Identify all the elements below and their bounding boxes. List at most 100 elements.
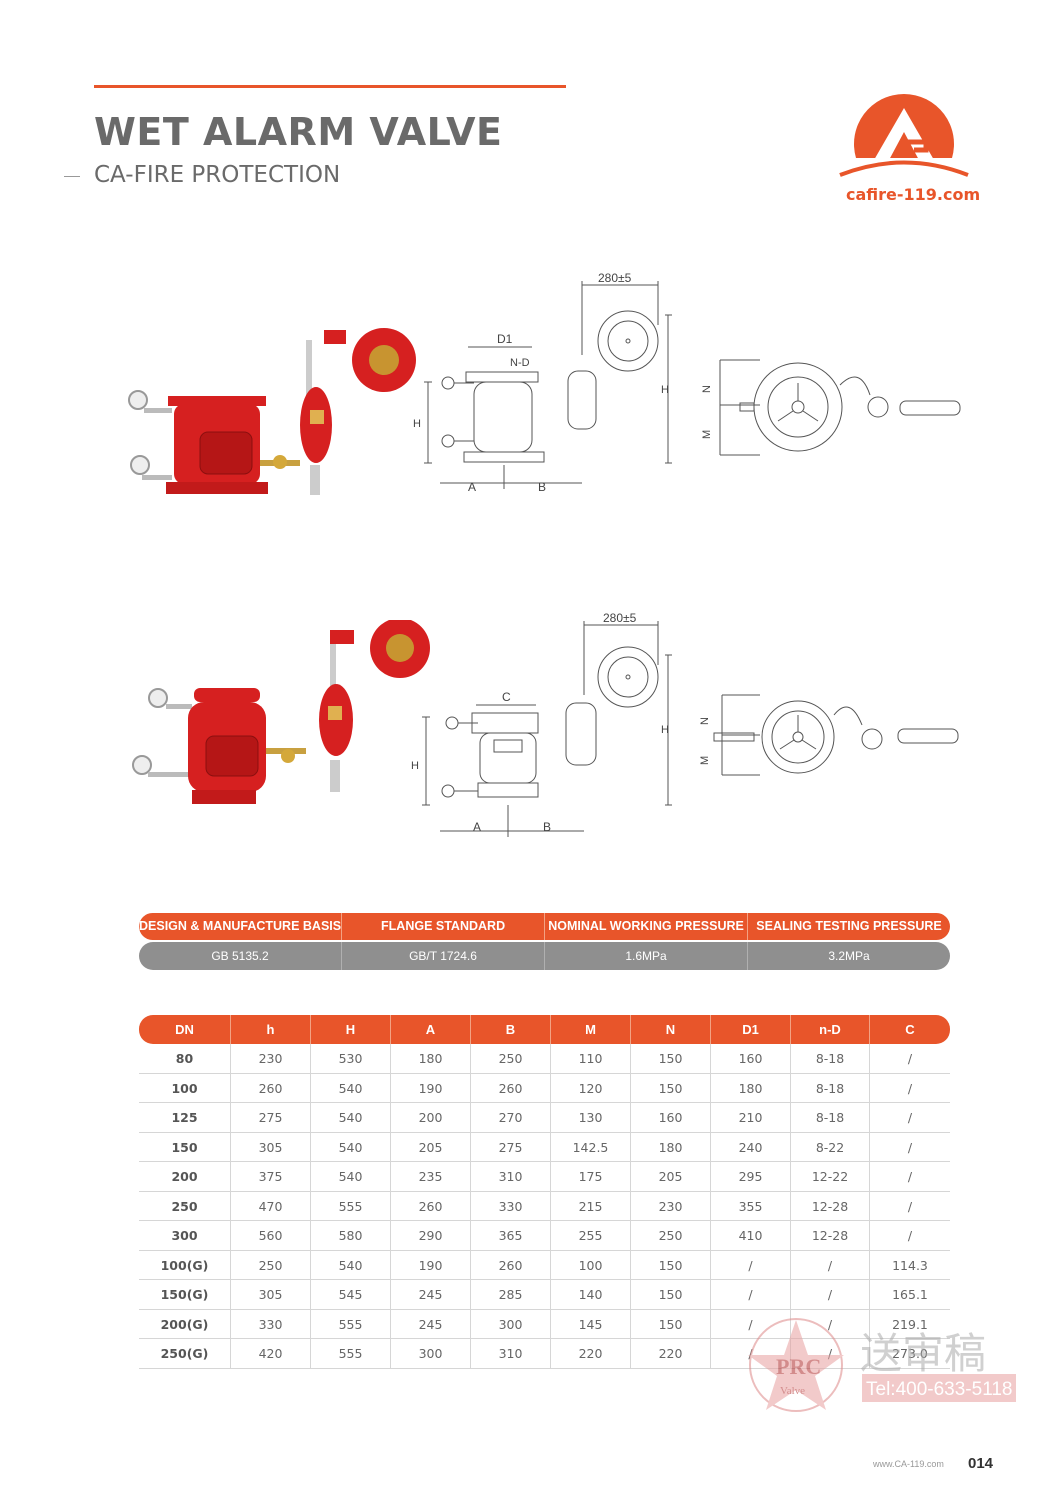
table-cell: 150 [631, 1280, 711, 1309]
spec-table-header: DESIGN & MANUFACTURE BASIS FLANGE STANDA… [139, 913, 950, 940]
valve-photo-grooved [132, 620, 430, 804]
spec-value-testing-pressure: 3.2MPa [828, 949, 870, 963]
table-cell: 8-18 [791, 1073, 870, 1102]
dim-header-cell: D1 [711, 1015, 791, 1044]
table-cell: 12-28 [791, 1221, 870, 1250]
table-cell: 110 [551, 1044, 631, 1073]
table-cell: / [711, 1280, 791, 1309]
table-cell: 560 [231, 1221, 311, 1250]
logo-url: cafire-119.com [846, 185, 981, 204]
watermark-stamp: 送审稿 [860, 1329, 986, 1378]
table-cell: / [907, 1080, 913, 1096]
dim-n-label: N [701, 385, 713, 393]
table-cell: 555 [311, 1309, 391, 1338]
dim-header-cell: C [905, 1022, 915, 1037]
table-cell: 540 [311, 1103, 391, 1132]
table-cell: 160 [711, 1044, 791, 1073]
dim-h-small-label-2: H [411, 760, 419, 772]
table-cell: 8-18 [791, 1103, 870, 1132]
dim-m-label: M [701, 430, 713, 439]
table-cell: 330 [231, 1309, 311, 1338]
valve-front-drawing-flanged: 280±5 D1 N-D H H A B [413, 271, 672, 494]
watermark-tel: Tel:400-633-5118 [866, 1379, 1012, 1400]
table-cell: / [907, 1139, 913, 1155]
table-cell: 12-22 [791, 1162, 870, 1191]
table-cell: 100 [551, 1250, 631, 1279]
table-cell: 150 [631, 1044, 711, 1073]
table-cell: 420 [231, 1339, 311, 1368]
table-cell: 250 [631, 1221, 711, 1250]
table-cell: 8-18 [791, 1044, 870, 1073]
table-cell: 220 [551, 1339, 631, 1368]
table-cell: 230 [631, 1191, 711, 1220]
table-cell: 555 [311, 1191, 391, 1220]
header-rule [94, 85, 566, 88]
table-cell: 470 [231, 1191, 311, 1220]
table-cell: 8-22 [791, 1132, 870, 1161]
table-cell: 540 [311, 1073, 391, 1102]
table-cell: 205 [391, 1132, 471, 1161]
table-cell: 200 [139, 1162, 231, 1191]
table-cell: 80 [139, 1044, 231, 1073]
table-cell: 300 [139, 1221, 231, 1250]
table-cell: 165.1 [892, 1287, 928, 1302]
table-cell: 130 [551, 1103, 631, 1132]
table-cell: / [907, 1228, 913, 1243]
spec-table-values: GB 5135.2 GB/T 1724.6 1.6MPa 3.2MPa [139, 942, 950, 970]
table-cell: 260 [231, 1073, 311, 1102]
table-cell: 285 [471, 1280, 551, 1309]
spec-value-basis: GB 5135.2 [139, 942, 342, 970]
table-cell: 140 [551, 1280, 631, 1309]
table-cell: 273.0 [892, 1346, 928, 1361]
figure-row-flanged: 280±5 D1 N-D H H A B N M [110, 265, 970, 525]
table-cell: 530 [311, 1044, 391, 1073]
spec-value-flange: GB/T 1724.6 [342, 942, 545, 970]
page-subtitle: CA-FIRE PROTECTION [94, 162, 341, 188]
table-cell: 219.1 [892, 1316, 928, 1332]
table-cell: / [791, 1250, 870, 1279]
dim-width-label: 280±5 [598, 271, 632, 285]
table-cell: / [791, 1339, 870, 1368]
table-cell: 250 [471, 1044, 551, 1073]
dim-h-label-2: H [661, 724, 669, 736]
table-cell: 555 [311, 1339, 391, 1368]
dim-c-label: C [502, 690, 511, 704]
table-cell: / [907, 1110, 913, 1125]
table-cell: 310 [471, 1162, 551, 1191]
table-cell: 255 [551, 1221, 631, 1250]
table-cell: 260 [391, 1191, 471, 1220]
table-cell: 150 [631, 1073, 711, 1102]
table-cell: 355 [711, 1191, 791, 1220]
table-cell: 190 [391, 1073, 471, 1102]
watermark-brand-sub: Valve [780, 1385, 805, 1397]
table-cell: 250 [139, 1191, 231, 1220]
table-cell: 100 [139, 1073, 231, 1102]
table-cell: 260 [471, 1073, 551, 1102]
dim-b-label: B [538, 480, 546, 494]
table-cell: 215 [551, 1191, 631, 1220]
table-cell: 180 [391, 1044, 471, 1073]
dim-h-small-label: H [413, 418, 421, 430]
table-cell: 540 [311, 1162, 391, 1191]
table-cell: 205 [631, 1162, 711, 1191]
table-cell: / [791, 1280, 870, 1309]
footer-url: www.CA-119.com [873, 1459, 944, 1469]
page-number: 014 [968, 1455, 994, 1472]
table-cell: / [711, 1309, 791, 1338]
table-cell: 235 [391, 1162, 471, 1191]
table-cell: 160 [631, 1103, 711, 1132]
dim-header-cell: B [471, 1015, 551, 1044]
table-cell: 150 [631, 1250, 711, 1279]
spec-header-flange: FLANGE STANDARD [342, 913, 546, 940]
dim-header-cell: A [391, 1015, 471, 1044]
spec-table: DESIGN & MANUFACTURE BASIS FLANGE STANDA… [139, 913, 950, 970]
dim-a-label: A [468, 480, 476, 494]
spec-header-working-pressure: NOMINAL WORKING PRESSURE [545, 913, 749, 940]
table-cell: 275 [471, 1132, 551, 1161]
